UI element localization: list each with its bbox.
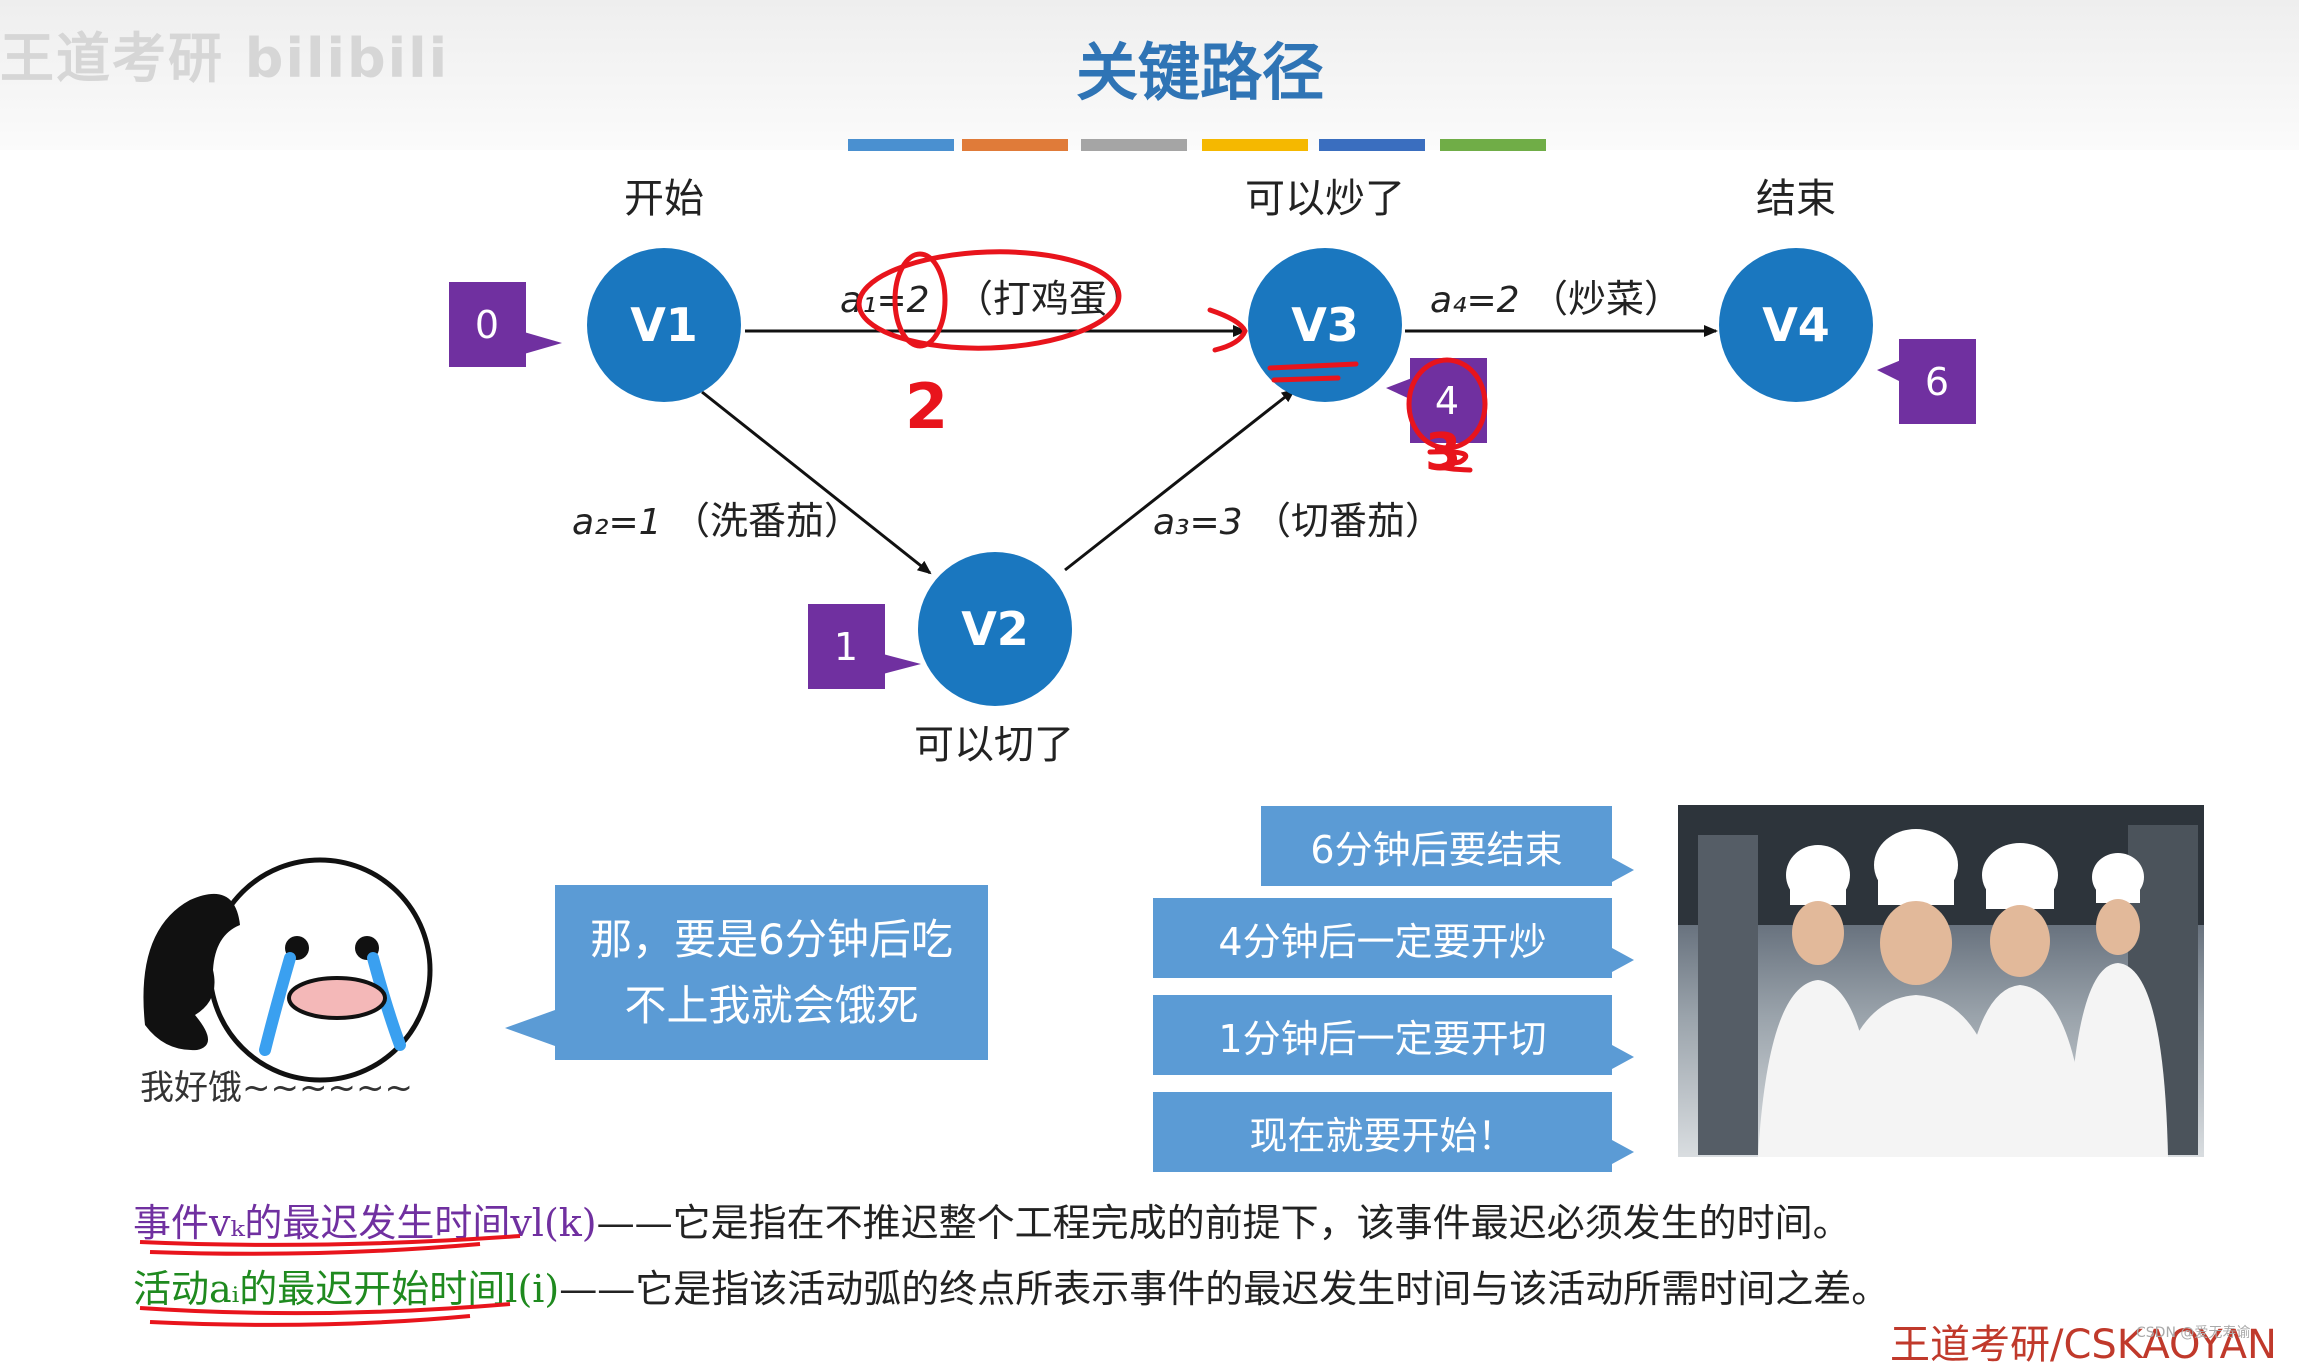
speech-line-1: 那，要是6分钟后吃: [590, 914, 953, 964]
node-v2-caption: 可以切了: [914, 722, 1074, 768]
node-v4-caption: 结束: [1756, 176, 1836, 222]
node-v3-caption: 可以炒了: [1245, 176, 1405, 222]
handwritten-three: 3: [1425, 423, 1461, 483]
definition-underlines: [139, 1234, 521, 1327]
color-bar-5: [1319, 139, 1425, 151]
node-v3: V3: [1248, 248, 1402, 402]
chef-bubble-3: 1分钟后一定要开切: [1153, 995, 1612, 1075]
node-v3-label: V3: [1291, 298, 1359, 352]
handwritten-slack: 2: [905, 370, 948, 443]
definition-2-term: 活动aᵢ的最迟开始时间l(i): [133, 1267, 560, 1311]
edge-a2-task: （洗番茄）: [672, 499, 862, 543]
edge-a3-name: a₃=3: [1153, 502, 1243, 543]
edge-a3-task: （切番茄）: [1253, 499, 1443, 543]
color-bar-6: [1440, 139, 1546, 151]
chef-bubble-1: 6分钟后要结束: [1261, 806, 1612, 886]
chef-bubble-4: 现在就要开始！: [1153, 1092, 1612, 1172]
chef-bubble-2: 4分钟后一定要开炒: [1153, 898, 1612, 978]
edge-a3: [1064, 388, 1296, 572]
color-bar-1: [848, 139, 954, 151]
definition-1-text: ——它是指在不推迟整个工程完成的前提下，该事件最迟必须发生的时间。: [596, 1201, 1851, 1245]
chefs-photo: [1678, 805, 2204, 1157]
speech-line-2: 不上我就会饿死: [624, 980, 919, 1030]
node-v2: V2: [918, 552, 1072, 706]
csdn-watermark: CSDN @爱无寿谕: [2136, 1325, 2251, 1341]
badge-v4-value: 6: [1925, 360, 1949, 404]
badge-v1-value: 0: [475, 303, 499, 347]
crying-character: [143, 857, 433, 1083]
edge-a4-name: a₄=2: [1430, 280, 1520, 321]
edge-a2: [701, 390, 932, 575]
definition-activity-latest-start: 活动aᵢ的最迟开始时间l(i)——它是指该活动弧的终点所表示事件的最迟发生时间与…: [133, 1258, 1889, 1313]
watermark: 王道考研 bilibili: [0, 27, 450, 90]
node-v4-label: V4: [1762, 298, 1830, 352]
chef-bubble-1-tail: [1612, 858, 1634, 882]
hungry-caption: 我好饿~~~~~~: [140, 1068, 413, 1108]
edge-a1-name: a₁=2: [840, 280, 930, 321]
badge-v3-value: 4: [1435, 379, 1459, 423]
badge-v2-value: 1: [834, 625, 858, 669]
badge-v4: 6: [1877, 339, 1976, 424]
chef-bubble-4-tail: [1612, 1140, 1634, 1164]
edge-a4-task: （炒菜）: [1530, 277, 1682, 321]
speech-bubble-tail: [505, 1010, 555, 1046]
node-v2-label: V2: [961, 602, 1029, 656]
chef-bubble-2-tail: [1612, 948, 1634, 972]
aoe-network-diagram: a₁=2 （打鸡蛋） a₂=1 （洗番茄） a₃=3 （切番茄） a₄=2 （炒…: [449, 176, 1976, 768]
chefs-illustration: [1678, 805, 2204, 1157]
badge-v2: 1: [808, 604, 921, 689]
node-v4: V4: [1719, 248, 1873, 402]
chef-bubble-3-tail: [1612, 1045, 1634, 1069]
slide-title: 关键路径: [1075, 36, 1324, 109]
color-bar-3: [1081, 139, 1187, 151]
badge-v1: 0: [449, 282, 562, 367]
color-bar-4: [1202, 139, 1308, 151]
color-bar-2: [962, 139, 1068, 151]
header-band: [0, 0, 2299, 150]
node-v1-label: V1: [630, 298, 698, 352]
edge-a2-name: a₂=1: [572, 502, 662, 543]
speech-bubble: 那，要是6分钟后吃 不上我就会饿死: [555, 885, 988, 1060]
definition-2-text: ——它是指该活动弧的终点所表示事件的最迟发生时间与该活动所需时间之差。: [559, 1267, 1890, 1311]
handwritten-annotations: [856, 249, 1488, 473]
node-v1-caption: 开始: [624, 176, 704, 222]
node-v1: V1: [587, 248, 741, 402]
